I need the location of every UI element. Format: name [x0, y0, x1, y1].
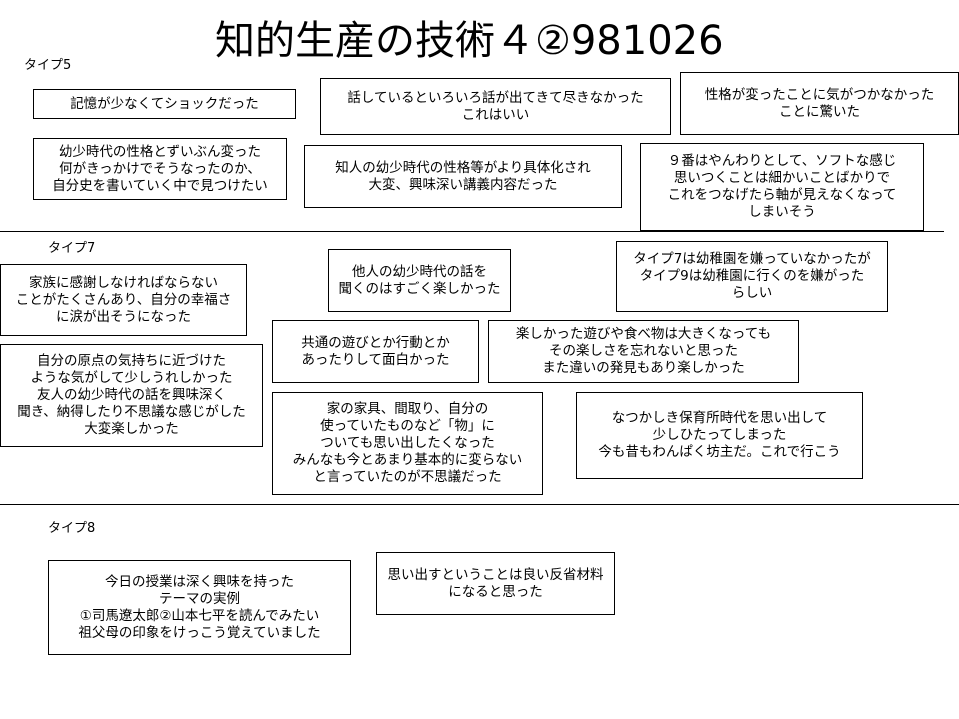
note-card: 家族に感謝しなければならない ことがたくさんあり、自分の幸福さ に涙が出そうにな… [0, 264, 247, 336]
note-card: 自分の原点の気持ちに近づけた ような気がして少しうれしかった 友人の幼少時代の話… [0, 344, 263, 447]
section-label-type7: タイプ7 [48, 241, 96, 256]
note-card: 記憶が少なくてショックだった [33, 89, 296, 119]
note-card: 家の家具、間取り、自分の 使っていたものなど「物」に ついても思い出したくなった… [272, 392, 543, 495]
section-label-type5: タイプ5 [24, 58, 72, 73]
section-label-type8: タイプ8 [48, 521, 96, 536]
note-card: 今日の授業は深く興味を持った テーマの実例 ①司馬遼太郎②山本七平を読んでみたい… [48, 560, 351, 655]
note-card: 楽しかった遊びや食べ物は大きくなっても その楽しさを忘れないと思った また違いの… [488, 320, 799, 383]
note-card: なつかしき保育所時代を思い出して 少しひたってしまった 今も昔もわんぱく坊主だ。… [576, 392, 863, 479]
section-divider-1 [0, 231, 944, 232]
page-title: 知的生産の技術４②981026 [215, 18, 724, 64]
note-card: 共通の遊びとか行動とか あったりして面白かった [272, 320, 479, 383]
note-card: 思い出すということは良い反省材料 になると思った [376, 552, 615, 615]
note-card: 話しているといろいろ話が出てきて尽きなかった これはいい [320, 78, 671, 135]
note-card: ９番はやんわりとして、ソフトな感じ 思いつくことは細かいことばかりで これをつな… [640, 143, 924, 231]
section-divider-2 [0, 504, 959, 505]
note-card: 幼少時代の性格とずいぶん変った 何がきっかけでそうなったのか、 自分史を書いてい… [33, 138, 287, 200]
note-card: 性格が変ったことに気がつかなかった ことに驚いた [680, 72, 959, 135]
note-card: 他人の幼少時代の話を 聞くのはすごく楽しかった [328, 249, 511, 312]
note-card: 知人の幼少時代の性格等がより具体化され 大変、興味深い講義内容だった [304, 145, 622, 208]
note-card: タイプ7は幼稚園を嫌っていなかったが タイプ9は幼稚園に行くのを嫌がった らしい [616, 241, 888, 312]
